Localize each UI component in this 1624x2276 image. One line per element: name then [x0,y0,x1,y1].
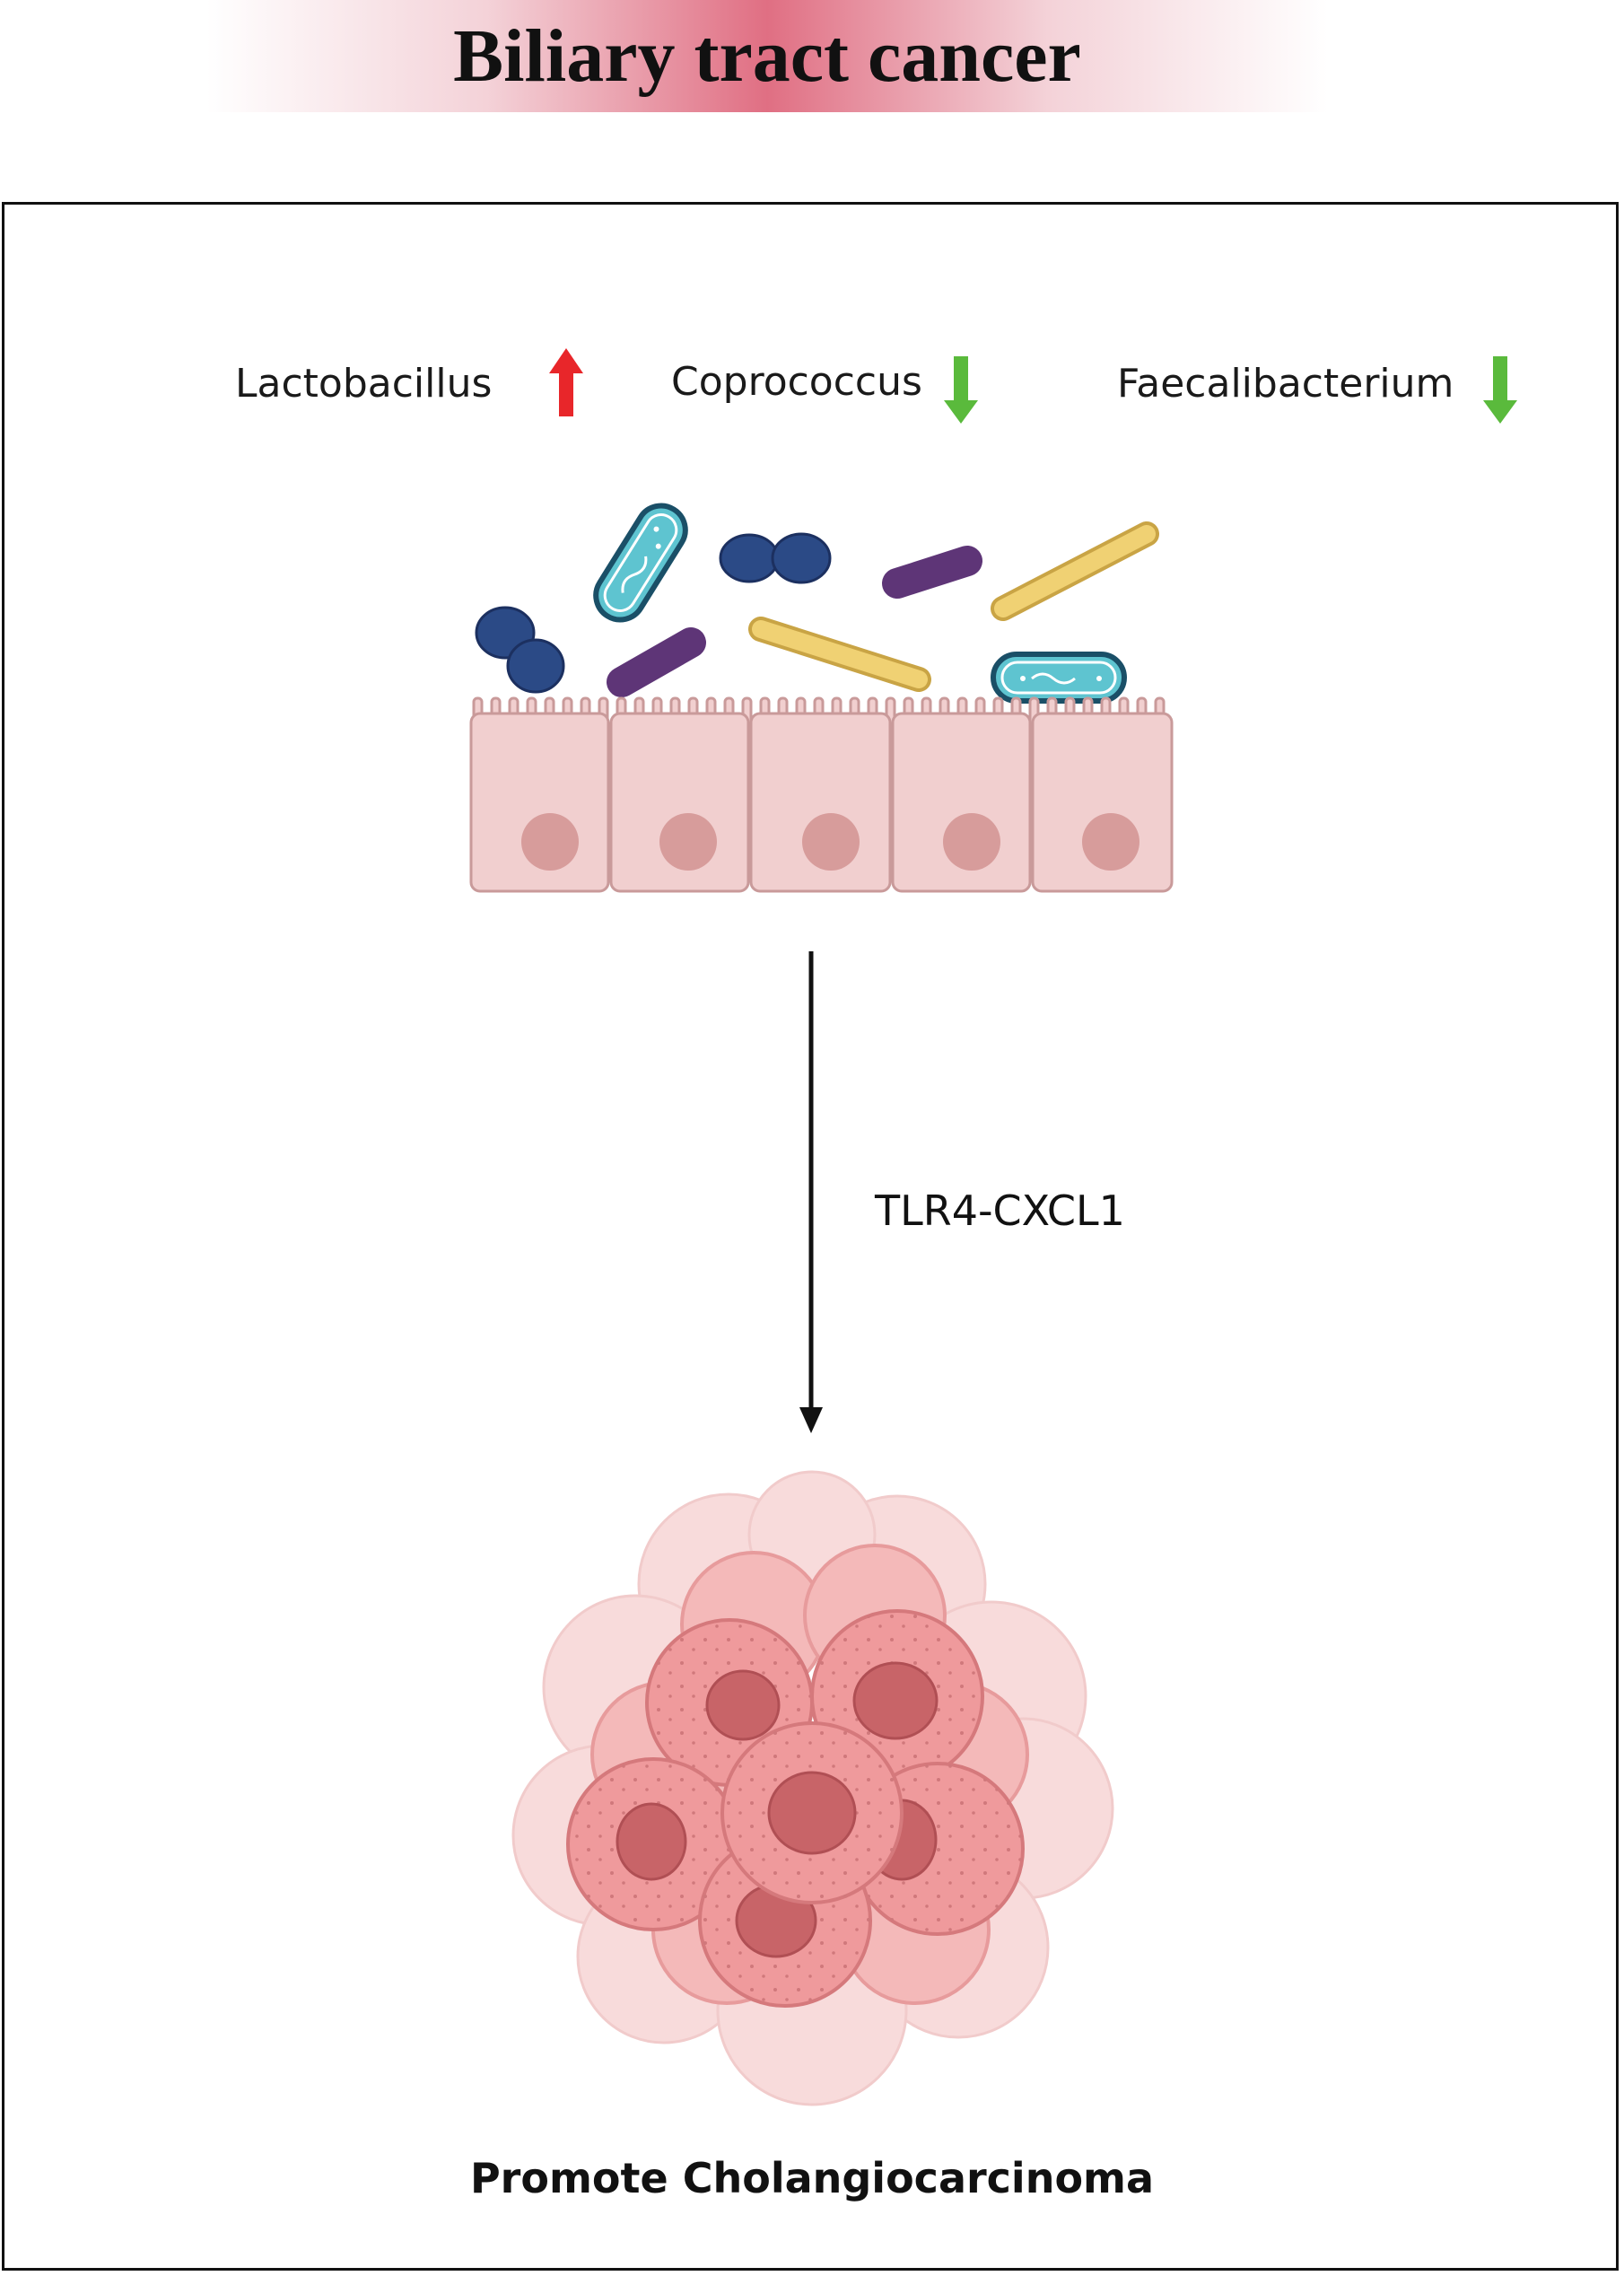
capsule-bacillus [991,652,1127,704]
epithelial-cell [469,712,610,893]
tumor-cell [566,1757,740,1931]
tumor-cell [720,1721,904,1904]
figure-frame [2,202,1619,2271]
epithelial-cell [609,712,750,893]
tumor-cell-cluster [511,1470,1114,2106]
epithelial-cell [891,712,1032,893]
trend-down-arrow-coprococcus [944,356,978,424]
epithelial-cell [749,712,892,893]
capsule-bacillus [593,503,688,623]
yellow-rod-bacterium [752,620,928,688]
figure-title: Biliary tract cancer [453,14,1081,98]
pathway-arrow [799,951,823,1433]
title-banner: Biliary tract cancer [206,0,1328,112]
coccus-diplococcus [719,532,832,584]
trend-up-arrow-lactobacillus [549,348,583,416]
pathway-label: TLR4-CXCL1 [875,1186,1125,1235]
epithelial-cell [1031,712,1174,893]
taxon-label-lactobacillus: Lactobacillus [235,361,493,407]
yellow-rod-bacterium [994,525,1156,617]
trend-down-arrow-faecalibacterium [1483,356,1517,424]
outcome-label: Promote Cholangiocarcinoma [469,2154,1155,2202]
purple-rod-bacterium [607,627,706,697]
taxon-label-faecalibacterium: Faecalibacterium [1117,361,1454,407]
coccus-diplococcus [475,606,565,694]
bacteria-cluster [475,503,1159,704]
taxon-label-coprococcus: Coprococcus [671,359,922,405]
intestinal-epithelium [469,696,1174,893]
purple-rod-bacterium [882,546,982,599]
